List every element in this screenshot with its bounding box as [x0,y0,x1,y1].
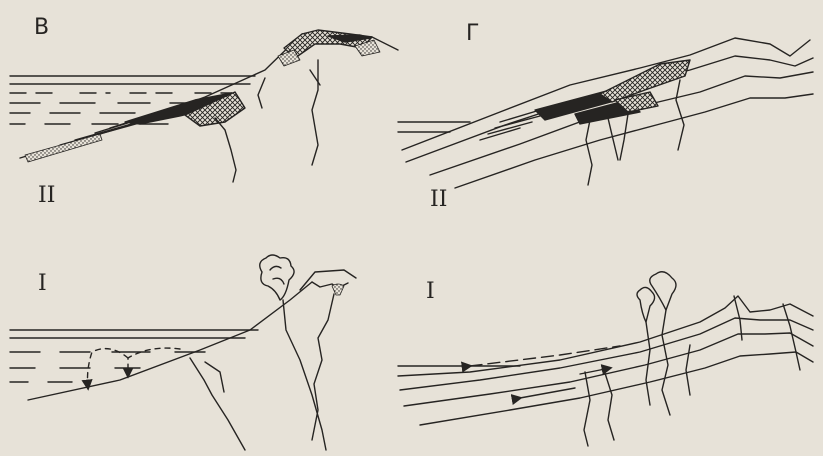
panel-v-stage-1-section [10,255,356,450]
panel-g-stage-2-label: II [430,187,447,212]
panel-v-stage-1-label: I [38,271,47,296]
panel-g-stage-1-section [398,272,813,446]
panel-v-label: В [34,15,49,40]
panel-g-label: Г [466,21,479,46]
panel-v-stage-2-label: II [38,183,55,208]
panel-g-stage-2-section [398,38,813,188]
panel-g-stage-1-label: I [426,279,435,304]
panel-v-stage-2-section [10,30,398,182]
